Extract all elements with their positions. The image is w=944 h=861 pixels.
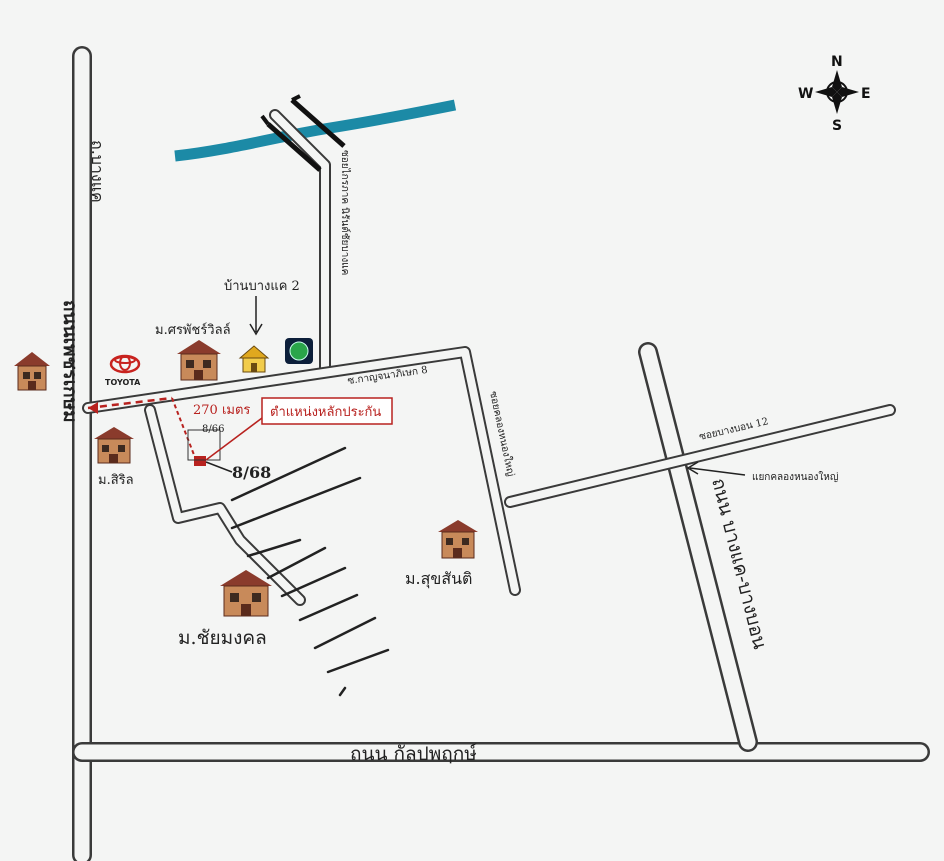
road-soi-kanchanaphisek-8	[82, 346, 521, 596]
canal	[174, 99, 457, 162]
compass-w: W	[798, 86, 813, 102]
location-box	[261, 397, 393, 425]
village-lanes	[230, 446, 390, 697]
label-plot-small: 8/66	[202, 424, 224, 435]
label-soi-wat-nirot: ซอยไกรภาค นิรันต์ชัยบางแค	[339, 150, 351, 275]
road-soi-village	[144, 404, 306, 606]
house-icon	[14, 352, 50, 391]
road-bang-khae-bang-bon	[638, 342, 758, 752]
label-ban-bang-khae-2: บ้านบางแค 2	[224, 279, 300, 294]
road-soi-wat-nirot	[269, 109, 331, 378]
road-soi-bang-bon-12	[504, 404, 896, 508]
house-icon	[177, 340, 221, 381]
toyota-label: TOYOTA	[105, 378, 141, 387]
yellow-house-icon	[238, 345, 270, 373]
label-bang-khae: ถ.บางแค	[88, 140, 107, 203]
label-location-box: ตำแหน่งหลักประกัน	[270, 405, 381, 420]
bridge	[260, 94, 346, 172]
plot-outline	[187, 429, 221, 461]
toyota-logo-icon	[109, 354, 141, 374]
label-distance: 270 เมตร	[193, 403, 250, 418]
compass-s: S	[832, 118, 842, 134]
plot-pointer	[205, 461, 233, 473]
label-m-chaimongkhon: ม.ชัยมงคล	[178, 627, 267, 649]
plot-marker	[194, 456, 206, 466]
label-m-siri: ม.สิริล	[98, 473, 134, 488]
ban-bang-khae-arrow-icon	[249, 296, 263, 336]
label-phetkasem: ถนนเพชรเกษม	[59, 300, 81, 423]
compass-e: E	[861, 86, 871, 102]
distance-line	[87, 396, 173, 410]
label-m-suksan: ม.สุขสันติ	[405, 569, 472, 589]
compass-icon	[815, 70, 859, 114]
compass-n: N	[831, 54, 843, 70]
house-icon	[220, 570, 272, 617]
intersection-arrow-icon	[686, 461, 746, 476]
label-intersection: แยกคลองหนองใหญ่	[752, 471, 838, 483]
label-kanlapaphruek: ถนน กัลปพฤกษ์	[350, 743, 477, 765]
label-m-srap-villa: ม.ศรพัชร์วิลล์	[155, 322, 231, 338]
house-icon	[438, 520, 478, 559]
label-plot-main: 8/68	[232, 463, 271, 482]
house-icon	[94, 427, 134, 464]
location-connector	[205, 417, 263, 461]
green-logo-icon	[285, 338, 313, 364]
distance-arrow-icon	[88, 402, 98, 414]
